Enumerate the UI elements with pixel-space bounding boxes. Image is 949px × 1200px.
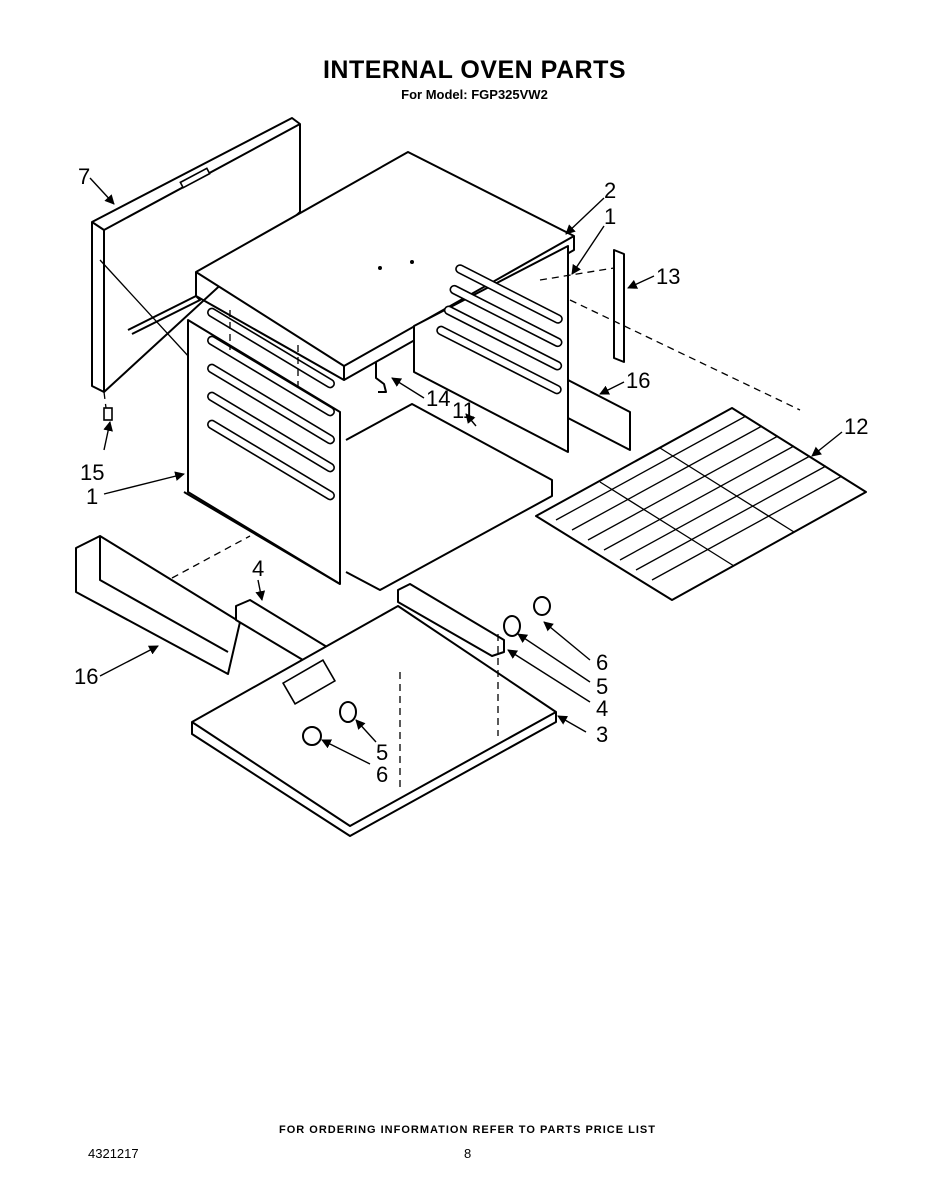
part-16-right-trim — [567, 299, 801, 451]
part-5-grommet-left — [339, 701, 357, 723]
part-2-oven-top — [195, 151, 575, 381]
callout-4-top: 4 — [252, 556, 264, 581]
part-4-right-bracket — [397, 583, 505, 657]
callout-1-right: 1 — [604, 204, 616, 229]
callout-16-right: 16 — [626, 368, 650, 393]
callout-16-left: 16 — [74, 664, 98, 689]
part-11-oven-bottom — [345, 403, 553, 591]
page-number: 8 — [464, 1146, 472, 1161]
part-14-bracket — [375, 362, 387, 393]
part-5-grommet-right — [503, 615, 521, 637]
callout-13: 13 — [656, 264, 680, 289]
page-title: INTERNAL OVEN PARTS — [322, 56, 627, 84]
callout-7: 7 — [78, 164, 90, 189]
callout-5-right: 5 — [596, 674, 608, 699]
document-number: 4321217 — [88, 1146, 139, 1161]
callout-15: 15 — [80, 460, 104, 485]
part-16-left-trim — [75, 535, 251, 675]
callout-2: 2 — [604, 178, 616, 203]
leader-lines — [89, 177, 843, 765]
callouts: 7 2 1 13 16 14 11 12 15 1 4 16 6 5 4 3 5… — [74, 164, 868, 787]
part-1-left-side-panel — [183, 307, 341, 585]
part-1-right-side-panel — [413, 245, 569, 453]
callout-5-left: 5 — [376, 740, 388, 765]
part-12-oven-rack — [535, 407, 867, 601]
callout-12: 12 — [844, 414, 868, 439]
part-6-plug-right — [533, 596, 551, 616]
model-subtitle: For Model: FGP325VW2 — [401, 87, 548, 102]
callout-14: 14 — [426, 386, 450, 411]
callout-11: 11 — [452, 398, 475, 423]
callout-4-right: 4 — [596, 696, 608, 721]
callout-6-left: 6 — [376, 762, 388, 787]
callout-1-left: 1 — [86, 484, 98, 509]
part-3-base-pan — [191, 605, 557, 837]
callout-6-right: 6 — [596, 650, 608, 675]
callout-3: 3 — [596, 722, 608, 747]
ordering-info-note: FOR ORDERING INFORMATION REFER TO PARTS … — [279, 1124, 656, 1136]
part-6-plug-left — [302, 726, 322, 746]
